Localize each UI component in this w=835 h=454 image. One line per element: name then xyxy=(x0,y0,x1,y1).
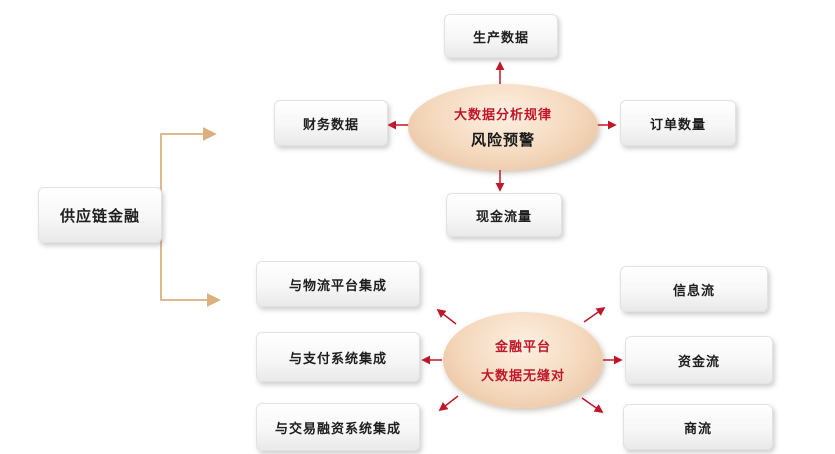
arrow-to-commerce-flow xyxy=(581,397,604,414)
node-production-label: 生产数据 xyxy=(472,30,529,46)
node-trade-finance-integration: 与交易融资系统集成 xyxy=(256,403,420,451)
root-connector-top xyxy=(160,127,217,196)
node-commerce-flow: 商流 xyxy=(623,404,773,450)
center-ellipse-big-data-analysis: 大数据分析规律 风险预警 xyxy=(408,84,598,170)
node-commerce-flow-label: 商流 xyxy=(683,421,712,437)
node-order-quantity: 订单数量 xyxy=(620,100,736,146)
ellipse-top-line1: 大数据分析规律 xyxy=(453,108,552,123)
arrow-to-info-flow xyxy=(583,306,606,323)
arrow-to-logistics xyxy=(436,308,457,325)
node-finance-label: 财务数据 xyxy=(302,117,359,133)
ellipse-bottom-line1: 金融平台 xyxy=(494,340,551,355)
node-payment-label: 与支付系统集成 xyxy=(288,351,387,367)
arrow-to-trade-finance xyxy=(438,395,459,412)
node-finance-data: 财务数据 xyxy=(274,100,388,146)
ellipse-top-line2: 风险预警 xyxy=(470,131,535,149)
root-node-supply-chain-finance: 供应链金融 xyxy=(38,187,162,243)
node-trade-finance-label: 与交易融资系统集成 xyxy=(274,421,401,437)
node-production-data: 生产数据 xyxy=(444,14,558,58)
root-label: 供应链金融 xyxy=(59,206,140,225)
node-cashflow-label: 现金流量 xyxy=(475,209,532,225)
center-ellipse-financial-platform: 金融平台 大数据无缝对 xyxy=(443,312,603,408)
ellipse-bottom-line2: 大数据无缝对 xyxy=(480,369,565,384)
node-order-label: 订单数量 xyxy=(649,117,706,133)
node-capital-flow: 资金流 xyxy=(625,336,773,384)
root-connector-bottom xyxy=(160,236,221,307)
node-logistics-label: 与物流平台集成 xyxy=(288,278,387,294)
node-cash-flow: 现金流量 xyxy=(446,193,562,237)
node-payment-integration: 与支付系统集成 xyxy=(256,332,420,382)
node-info-flow-label: 信息流 xyxy=(672,283,715,299)
node-capital-flow-label: 资金流 xyxy=(677,354,720,370)
node-logistics-integration: 与物流平台集成 xyxy=(256,261,420,307)
node-information-flow: 信息流 xyxy=(620,266,768,312)
